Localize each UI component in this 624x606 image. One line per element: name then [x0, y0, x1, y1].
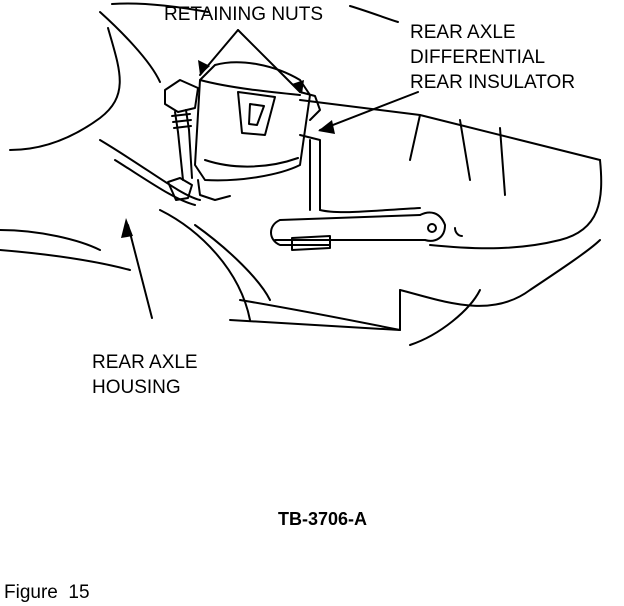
drawing-code: TB-3706-A [278, 509, 368, 529]
housing-label-line2: HOUSING [92, 377, 181, 398]
leader-lines [127, 29, 419, 319]
insulator-label-line3: REAR INSULATOR [410, 72, 576, 93]
mounting-bolts [164, 79, 321, 211]
differential-arm [270, 207, 463, 251]
figure-caption: Figure 15 [4, 582, 90, 603]
differential-insulator [194, 61, 311, 201]
arrowhead-nut-right [292, 80, 304, 94]
retaining-nuts-label: RETAINING NUTS [164, 4, 324, 25]
vehicle-body [0, 2, 603, 271]
insulator-label-line1: REAR AXLE [410, 22, 516, 43]
arrowhead-nut-left [198, 60, 210, 75]
rear-axle-housing [99, 139, 601, 346]
housing-label-line1: REAR AXLE [92, 352, 198, 373]
arrowhead-housing [121, 218, 133, 238]
arrowhead-insulator [318, 120, 335, 134]
insulator-label-line2: DIFFERENTIAL [410, 47, 546, 68]
